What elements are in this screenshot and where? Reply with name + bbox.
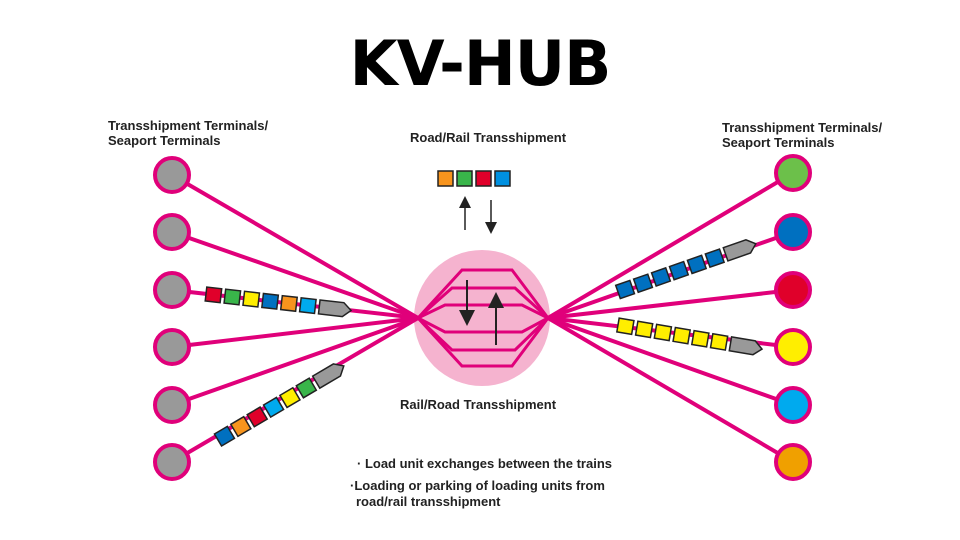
hub-track-4 bbox=[417, 316, 549, 334]
train-locomotive bbox=[728, 336, 764, 356]
train-wagon bbox=[261, 292, 280, 310]
left-terminal-nodes bbox=[153, 156, 191, 481]
right-terminals-label-line2: Seaport Terminals bbox=[722, 135, 835, 150]
hub-track-6 bbox=[416, 316, 550, 368]
train-wagon bbox=[668, 260, 690, 281]
train-wagon bbox=[223, 288, 242, 306]
right-terminal-node bbox=[774, 443, 812, 481]
road-rail-load-units bbox=[437, 170, 511, 187]
load-unit-box bbox=[456, 170, 473, 187]
right-spoke-6 bbox=[546, 316, 795, 464]
left-terminal-node bbox=[153, 386, 191, 424]
train-wagon bbox=[686, 254, 708, 275]
right-terminal-nodes bbox=[774, 154, 812, 481]
train-locomotive bbox=[317, 299, 353, 318]
note-load-unit-exchange: · Load unit exchanges between the trains bbox=[357, 456, 612, 471]
train-wagon bbox=[672, 326, 692, 345]
left-terminals-label-line2: Seaport Terminals bbox=[108, 133, 221, 148]
load-unit-box bbox=[494, 170, 511, 187]
left-train-1 bbox=[204, 286, 353, 318]
right-spoke-1 bbox=[546, 171, 795, 320]
left-train-2 bbox=[213, 363, 345, 448]
train-wagon bbox=[242, 290, 261, 308]
left-terminal-node bbox=[153, 443, 191, 481]
hub-track-2 bbox=[417, 286, 550, 320]
train-wagon bbox=[650, 266, 672, 288]
train-wagon bbox=[262, 396, 285, 419]
note-loading-parking-line1: ·Loading or parking of loading units fro… bbox=[350, 478, 605, 493]
left-terminal-node bbox=[153, 156, 191, 194]
train-wagon bbox=[615, 317, 635, 336]
train-wagon bbox=[246, 406, 269, 428]
train-wagon bbox=[632, 273, 654, 294]
train-locomotive bbox=[311, 363, 345, 390]
right-terminal-node bbox=[774, 328, 812, 366]
train-wagon bbox=[709, 332, 729, 351]
right-spokes bbox=[546, 171, 795, 464]
hub-track-1 bbox=[416, 268, 550, 320]
train-wagon bbox=[704, 248, 726, 269]
train-wagon bbox=[690, 329, 710, 348]
train-wagon bbox=[229, 415, 252, 438]
right-terminal-node bbox=[774, 271, 812, 309]
note-loading-parking-line2: road/rail transshipment bbox=[356, 494, 501, 509]
rail-road-label: Rail/Road Transshipment bbox=[400, 397, 557, 412]
train-wagon bbox=[204, 286, 223, 304]
train-wagon bbox=[634, 320, 654, 339]
train-wagon bbox=[213, 425, 236, 448]
load-unit-box bbox=[437, 170, 454, 187]
right-terminals-label: Transshipment Terminals/ Seaport Termina… bbox=[722, 120, 882, 150]
page-title: KV-HUB bbox=[349, 27, 612, 100]
right-train-2 bbox=[615, 317, 764, 356]
right-spoke-3 bbox=[547, 288, 794, 320]
right-terminal-node bbox=[774, 386, 812, 424]
train-wagon bbox=[614, 279, 636, 300]
right-terminal-node bbox=[774, 154, 812, 192]
train-wagon bbox=[298, 296, 317, 315]
left-spoke-1 bbox=[170, 173, 420, 320]
right-terminal-node bbox=[774, 213, 812, 251]
train-wagon bbox=[653, 323, 673, 342]
road-rail-label: Road/Rail Transshipment bbox=[410, 130, 567, 145]
left-terminals-label: Transshipment Terminals/ Seaport Termina… bbox=[108, 118, 268, 148]
left-spoke-2 bbox=[171, 230, 419, 320]
train-wagon bbox=[279, 294, 299, 313]
hub-track-3 bbox=[417, 303, 549, 320]
train-wagon bbox=[295, 377, 318, 399]
left-terminal-node bbox=[153, 328, 191, 366]
left-spoke-4 bbox=[171, 316, 419, 349]
hub-tracks bbox=[416, 268, 550, 368]
train-locomotive bbox=[722, 238, 757, 262]
left-spokes bbox=[170, 173, 420, 464]
left-spoke-5 bbox=[171, 316, 419, 407]
left-terminal-node bbox=[153, 271, 191, 309]
load-unit-box bbox=[475, 170, 492, 187]
right-spoke-5 bbox=[547, 316, 794, 407]
note-loading-parking: ·Loading or parking of loading units fro… bbox=[350, 478, 605, 510]
right-train-1 bbox=[614, 238, 757, 300]
left-terminal-node bbox=[153, 213, 191, 251]
right-terminals-label-line1: Transshipment Terminals/ bbox=[722, 120, 883, 135]
train-wagon bbox=[278, 386, 301, 409]
hub-track-5 bbox=[416, 316, 550, 352]
left-terminals-label-line1: Transshipment Terminals/ bbox=[108, 118, 269, 133]
